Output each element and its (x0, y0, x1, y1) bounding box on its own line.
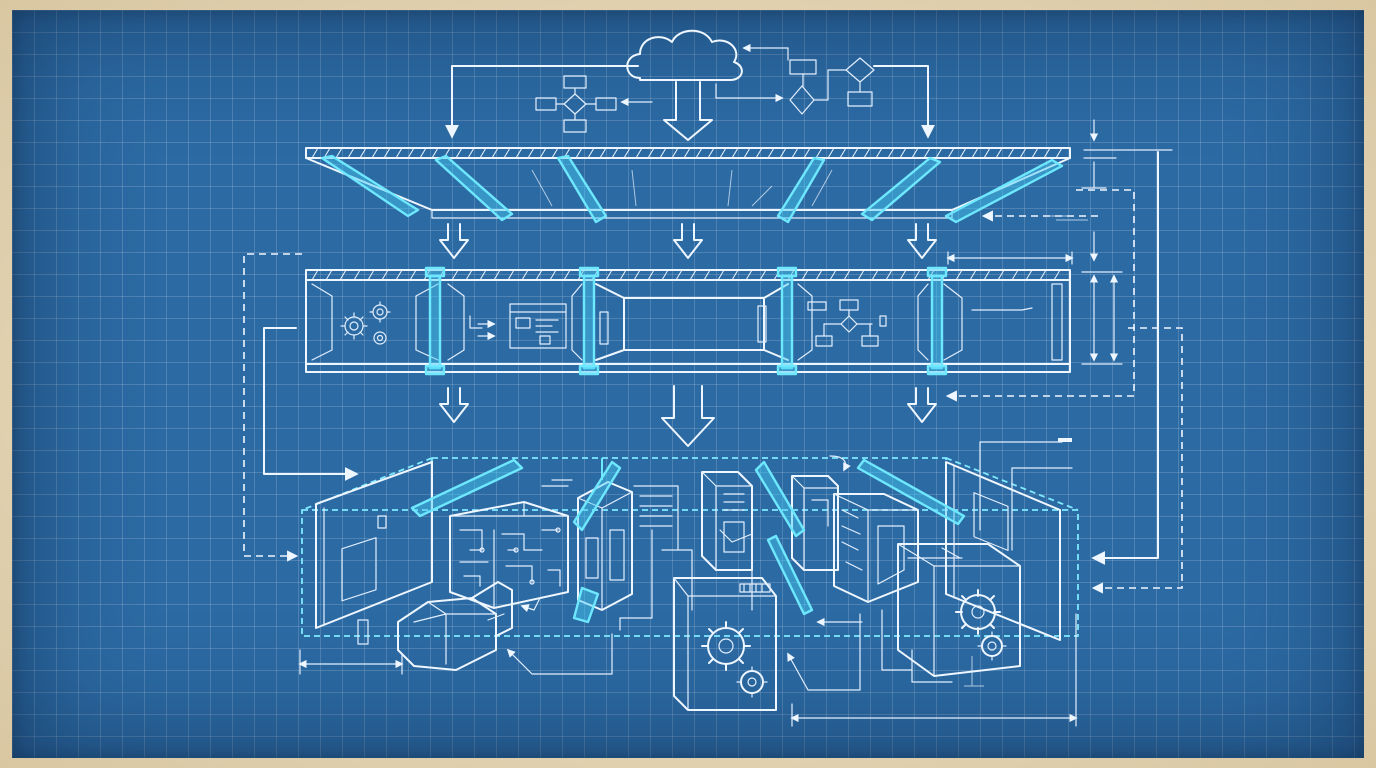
circuit-board-icon (833, 493, 919, 603)
flowchart-icon (715, 43, 875, 115)
bottom-machinery-structure (301, 455, 1079, 711)
arrow-down-icon (439, 223, 937, 259)
flowchart-icon (807, 299, 887, 347)
window-icon (469, 303, 567, 349)
cyan-columns (424, 266, 948, 376)
blueprint-diagram (243, 29, 1183, 727)
gear-icon (340, 301, 391, 345)
middle-hall-structure (305, 266, 1071, 376)
flowchart-icon (535, 75, 653, 133)
gear-icon (897, 543, 1021, 683)
top-beam-structure (305, 147, 1071, 224)
circuit-board-icon (449, 501, 569, 609)
cloud-icon (626, 29, 743, 141)
arrow-down-icon (439, 385, 937, 447)
gear-icon (673, 577, 777, 711)
blueprint-sheet (12, 10, 1364, 758)
